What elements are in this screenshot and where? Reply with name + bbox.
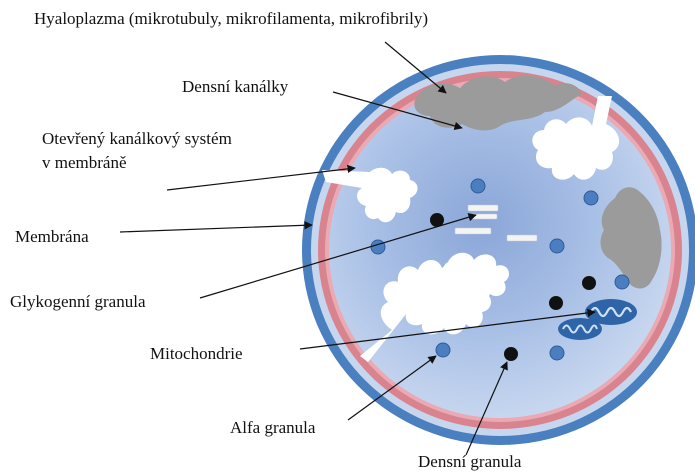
label-mitochondria: Mitochondrie <box>150 343 243 366</box>
alpha-granule <box>550 346 564 360</box>
label-dense-tubules: Densní kanálky <box>182 76 288 99</box>
dense-granule <box>549 296 563 310</box>
label-ocs-line1: Otevřený kanálkový systém <box>42 128 232 151</box>
glycogen-granule <box>455 228 491 234</box>
label-glycogen: Glykogenní granula <box>10 291 146 314</box>
alpha-granule <box>550 239 564 253</box>
label-ocs-line2: v membráně <box>42 152 127 175</box>
mitochondrion <box>558 318 602 340</box>
alpha-granule <box>584 191 598 205</box>
dense-granule <box>504 347 518 361</box>
label-membrane: Membrána <box>15 226 89 249</box>
alpha-granule <box>371 240 385 254</box>
alpha-granule <box>615 275 629 289</box>
dense-granule <box>582 276 596 290</box>
leader-membrane <box>120 225 312 232</box>
label-dense-granules: Densní granula <box>418 451 521 474</box>
label-hyaloplasm: Hyaloplazma (mikrotubuly, mikrofilamenta… <box>34 8 428 31</box>
alpha-granule <box>471 179 485 193</box>
glycogen-granule <box>507 235 537 241</box>
glycogen-granule <box>468 205 498 211</box>
alpha-granule <box>436 343 450 357</box>
label-alpha-granules: Alfa granula <box>230 417 315 440</box>
